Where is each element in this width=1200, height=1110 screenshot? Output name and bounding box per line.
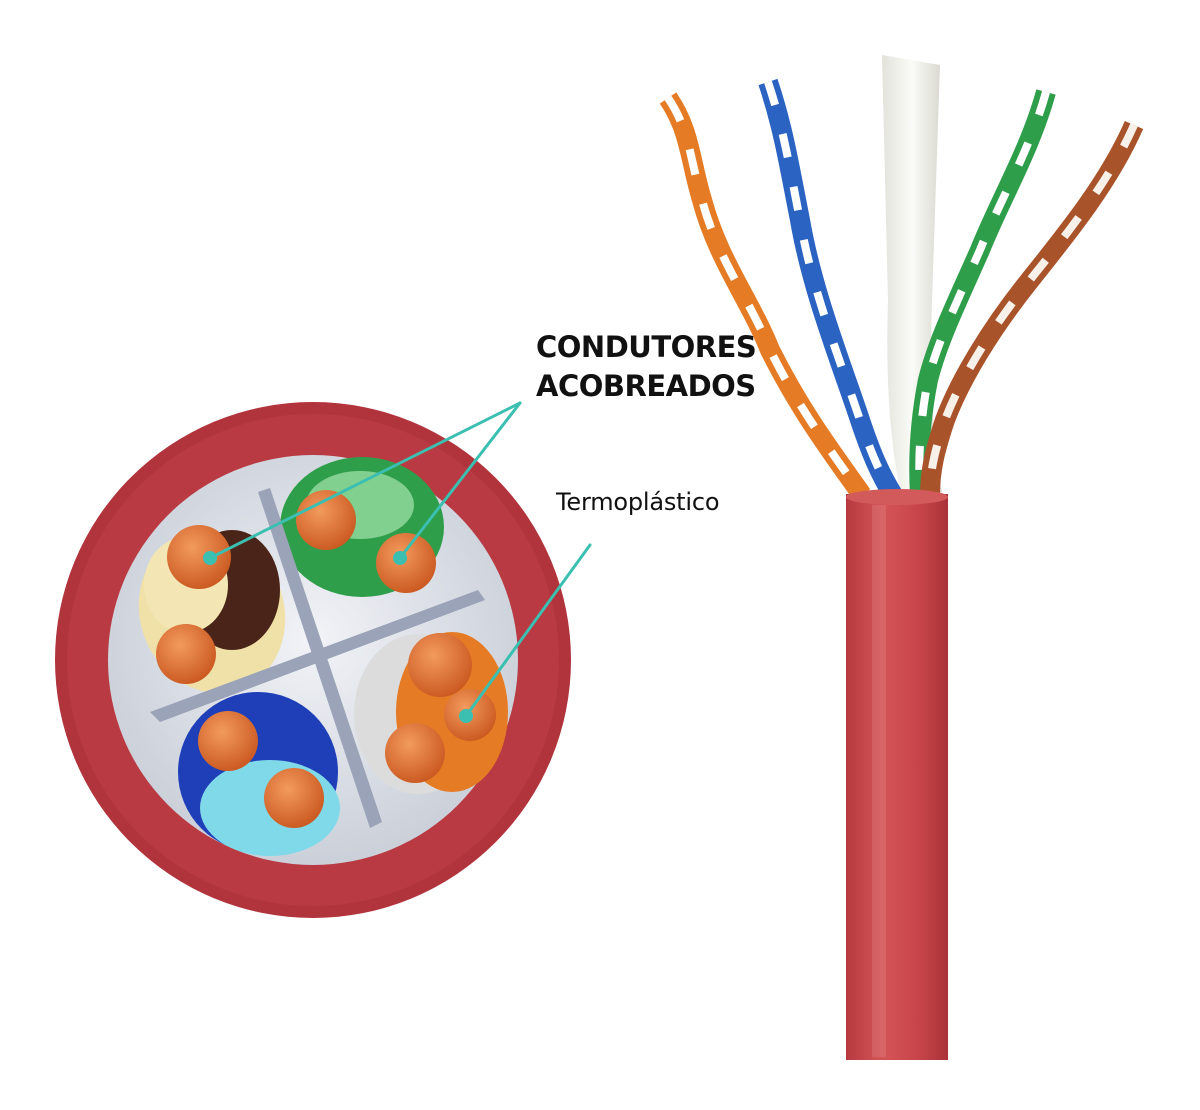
cable-side-view <box>659 55 1144 1060</box>
callout-line-thermoplastic <box>464 543 592 718</box>
label-thermoplastic: Termoplástico <box>556 488 720 516</box>
conductor <box>167 525 231 589</box>
conductor <box>296 490 356 550</box>
twisted-pair-brown <box>920 120 1144 496</box>
callout-dot <box>393 551 407 565</box>
twisted-pair-orange <box>659 92 871 501</box>
callout-dot <box>203 551 217 565</box>
callout-dot <box>459 709 473 723</box>
label-conductors: CONDUTORES ACOBREADOS <box>536 328 757 406</box>
conductor <box>376 533 436 593</box>
cross-section <box>55 402 571 918</box>
cable-jacket <box>846 494 948 1060</box>
cable-jacket-top <box>846 489 948 505</box>
callout-line-conductors-b <box>398 401 522 560</box>
cable-jacket-shine <box>872 505 886 1057</box>
callout-lines <box>203 401 592 723</box>
conductor <box>264 768 324 828</box>
twisted-pair-green <box>909 89 1056 496</box>
conductor <box>198 711 258 771</box>
conductor <box>385 723 445 783</box>
twisted-pair-blue <box>758 78 904 504</box>
conductor <box>408 633 472 697</box>
callout-line-conductors-a <box>208 401 522 560</box>
label-conductors-line2: ACOBREADOS <box>536 369 756 403</box>
cross-separator <box>150 488 485 828</box>
conductor <box>156 624 216 684</box>
label-conductors-line1: CONDUTORES <box>536 330 757 364</box>
